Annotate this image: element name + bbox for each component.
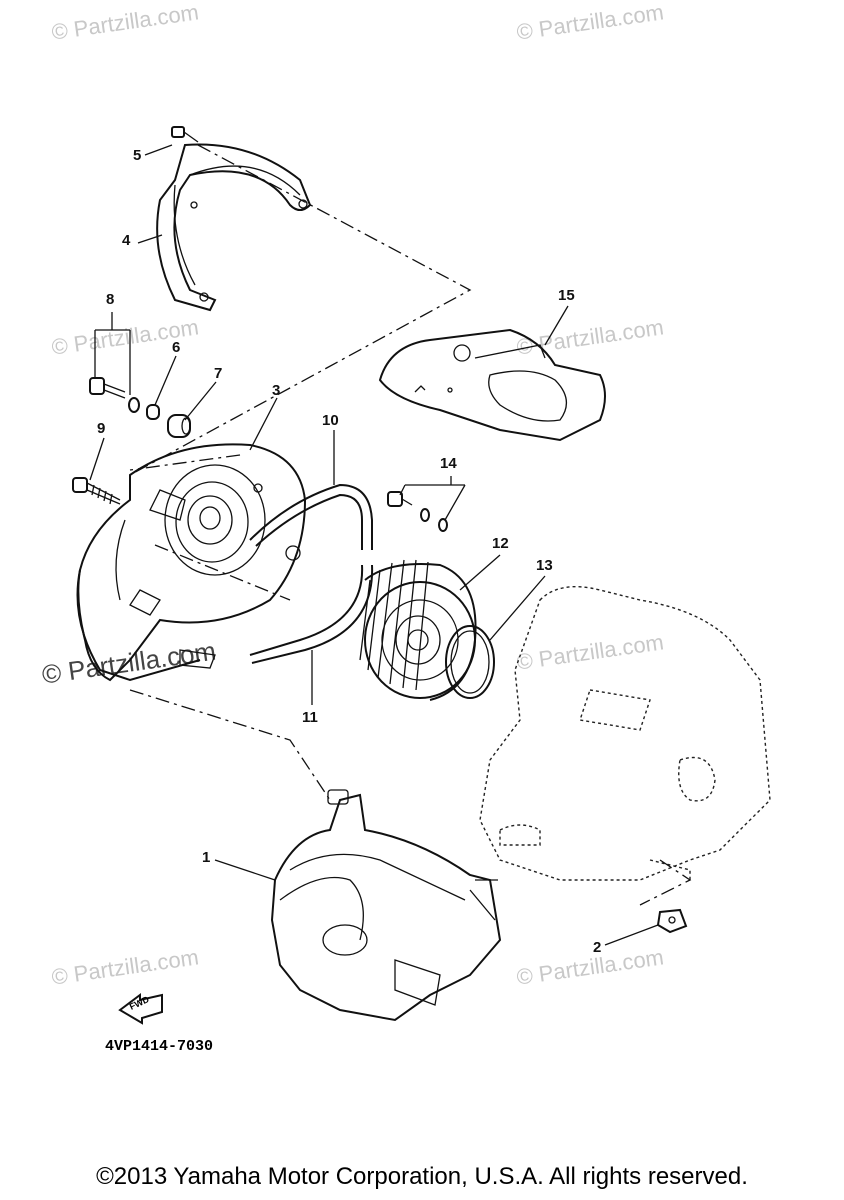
part-8-screw-washer [89, 377, 140, 413]
callout-7: 7 [214, 365, 223, 382]
callout-12: 12 [492, 535, 509, 552]
part-5-bolt [171, 126, 199, 143]
callout-5: 5 [133, 147, 142, 164]
callout-1: 1 [202, 849, 211, 866]
part-14-screw-washers [387, 491, 448, 532]
callout-8: 8 [106, 291, 115, 308]
engine-outline [479, 585, 771, 881]
callout-10: 10 [322, 412, 339, 429]
callout-2: 2 [593, 939, 602, 956]
part-11-hose [249, 564, 374, 664]
part-6-collar [146, 404, 160, 420]
callout-3: 3 [272, 382, 281, 399]
part-4-shroud [156, 143, 312, 312]
callout-9: 9 [97, 420, 106, 437]
callout-4: 4 [122, 232, 131, 249]
part-9-screw [72, 477, 121, 505]
callout-13: 13 [536, 557, 553, 574]
diagram-code: 4VP1414-7030 [105, 1038, 214, 1055]
part-1-lower-shroud [270, 789, 502, 1022]
callout-11: 11 [302, 709, 318, 726]
fwd-arrow-icon [118, 993, 163, 1025]
part-15-gasket [378, 328, 606, 442]
leader-lines [89, 144, 659, 946]
callout-6: 6 [172, 339, 181, 356]
part-12-fan [359, 559, 477, 701]
part-2-grommet [656, 908, 688, 934]
callout-14: 14 [440, 455, 457, 472]
part-10-hose [249, 483, 373, 550]
callout-15: 15 [558, 287, 575, 304]
part-13-o-ring [445, 625, 495, 699]
part-3-fan-housing [76, 443, 307, 682]
copyright-notice: ©2013 Yamaha Motor Corporation, U.S.A. A… [96, 1163, 748, 1190]
